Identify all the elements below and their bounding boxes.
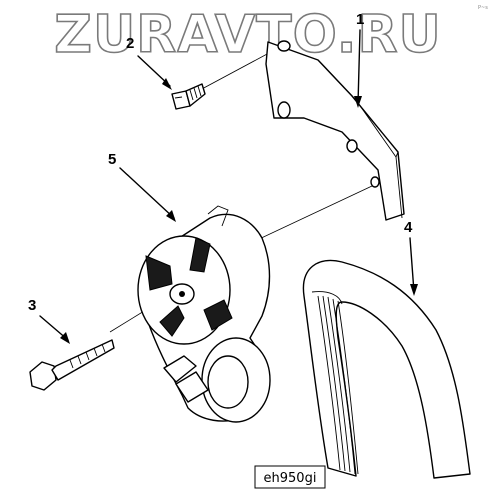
hex-bolt [29, 339, 115, 391]
callout-3: 3 [28, 297, 36, 314]
countersunk-screw [171, 83, 206, 110]
callout-4: 4 [404, 219, 413, 236]
watermark-text: ZURAVTO.RU [54, 5, 441, 65]
callout-5: 5 [108, 151, 116, 168]
mounting-bracket [265, 40, 405, 221]
callout-2: 2 [126, 35, 134, 52]
poly-v-belt [302, 259, 471, 479]
figure-code: eh950gi [264, 471, 317, 486]
figure-code-box [254, 465, 326, 489]
belt-tensioner [137, 205, 271, 423]
corner-mark: P~s [478, 5, 488, 11]
callout-1: 1 [356, 11, 364, 28]
